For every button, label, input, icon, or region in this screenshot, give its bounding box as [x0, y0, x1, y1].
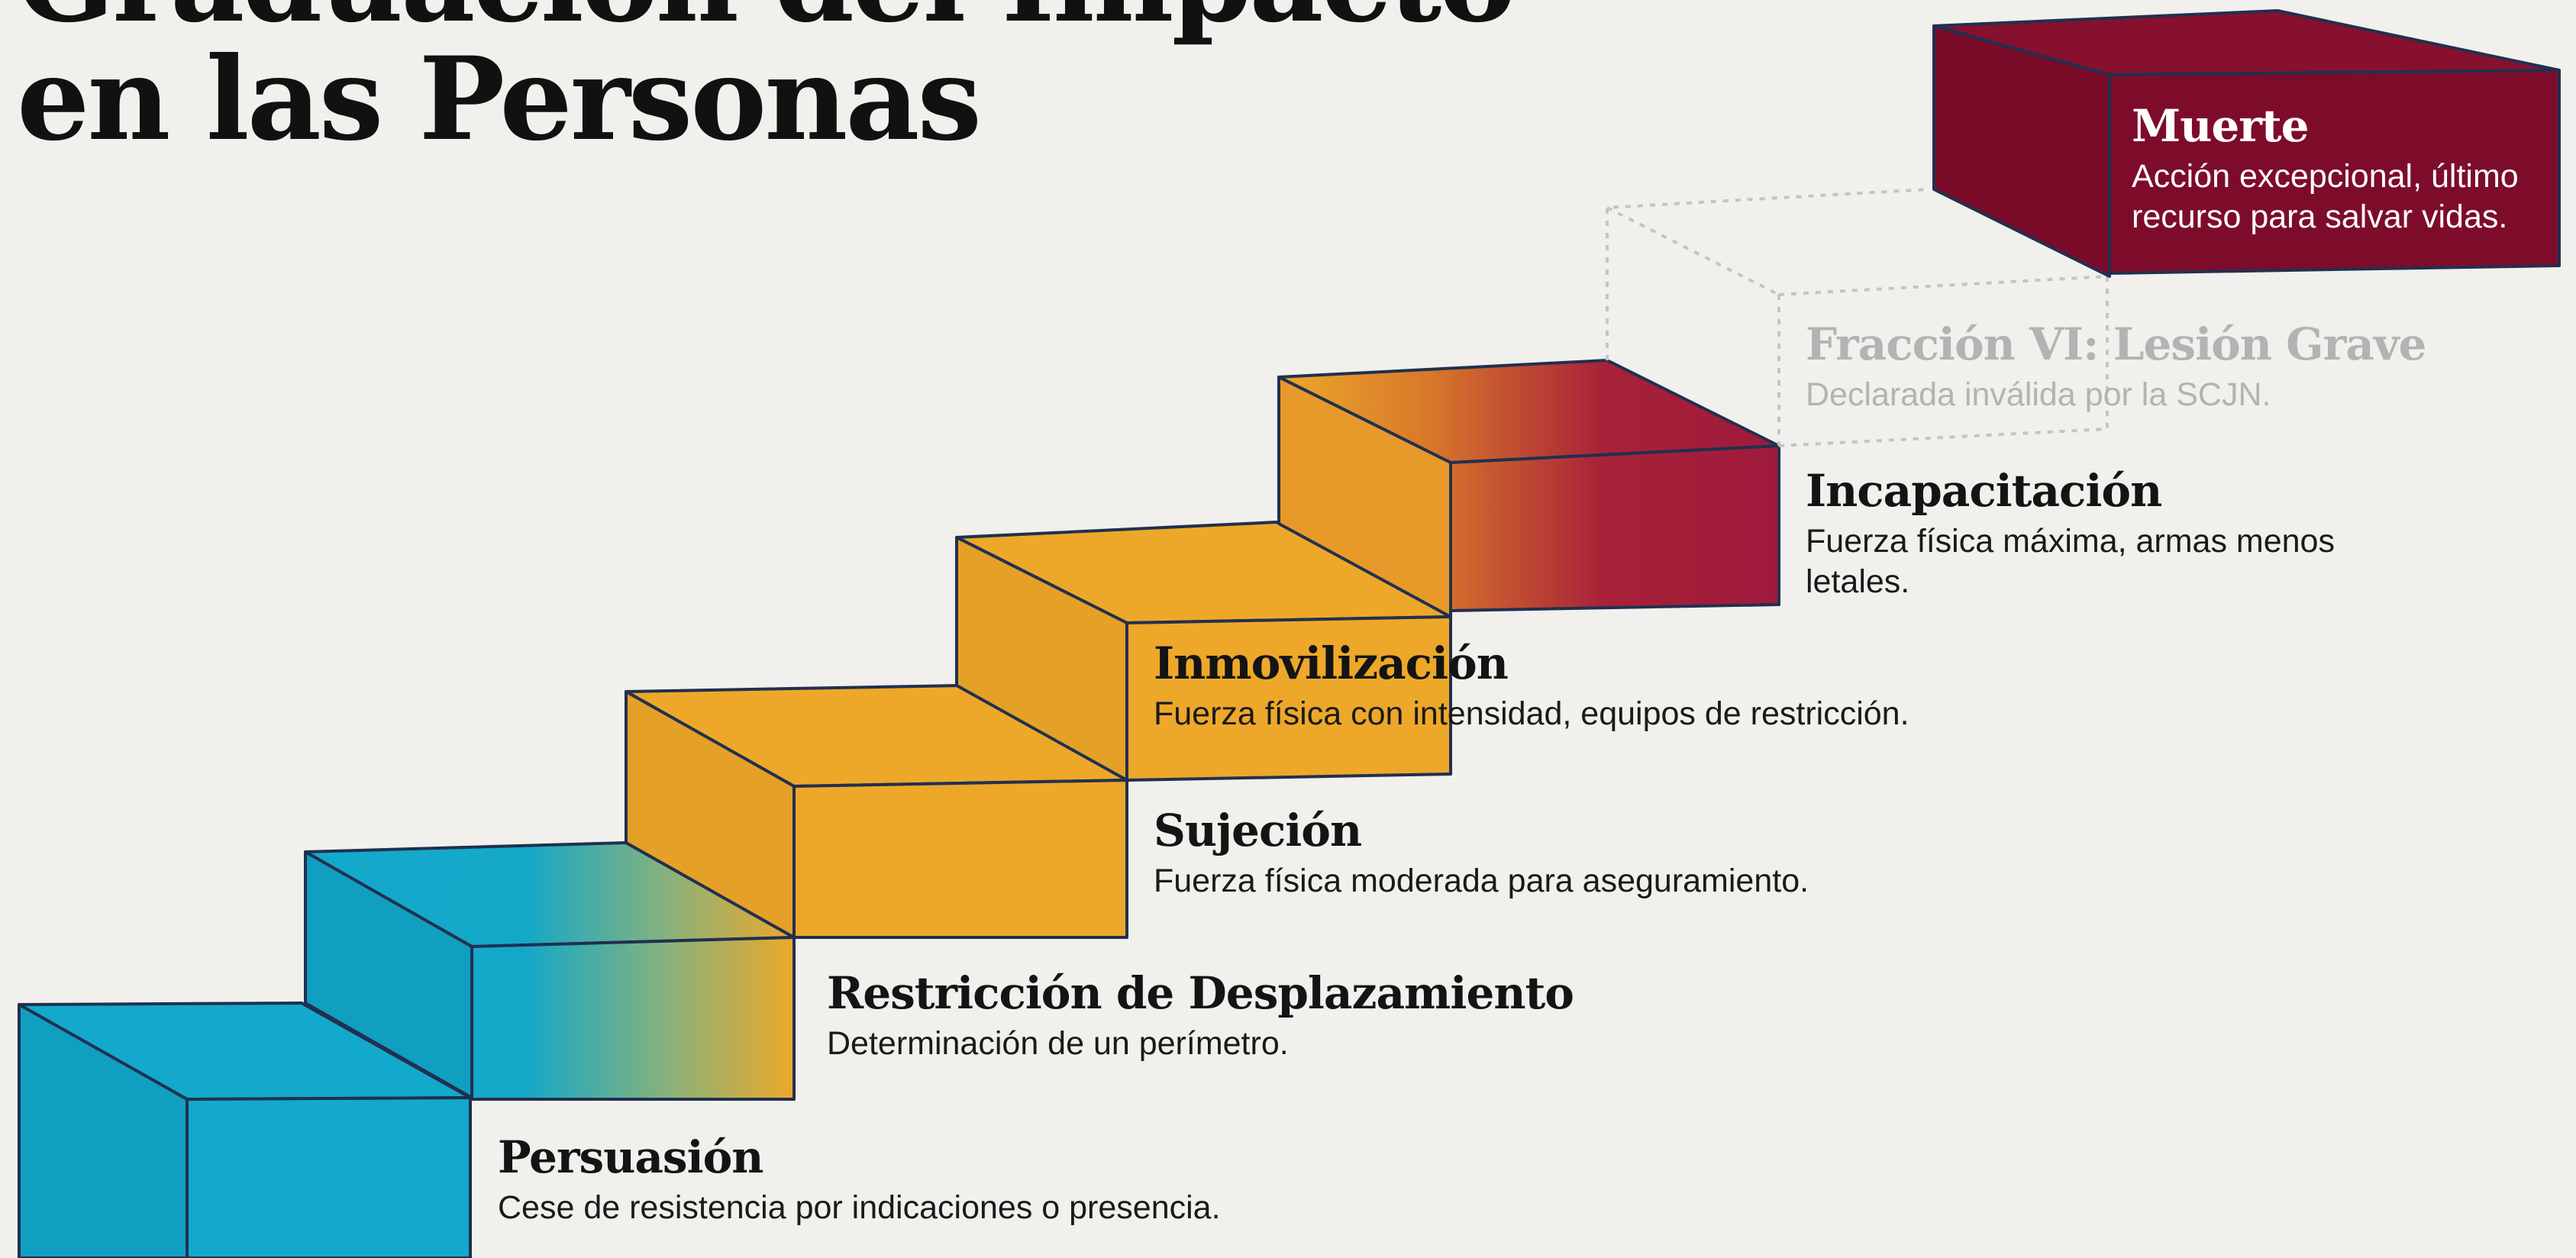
step-7-front — [2108, 69, 2561, 275]
page-title-line-1: Graduación del Impacto — [17, 0, 1516, 38]
step-3-front — [792, 779, 1128, 939]
step-5-front — [1449, 444, 1780, 612]
step-name: Restricción de Desplazamiento — [827, 967, 1574, 1019]
step-description: Declarada inválida por la SCJN. — [1806, 376, 2271, 413]
step-label-incapacitacion: Incapacitación Fuerza física máxima, arm… — [1806, 466, 2401, 603]
step-label-sujecion: Sujeción Fuerza física moderada para ase… — [1154, 805, 1809, 902]
step-7-block — [1932, 9, 2561, 278]
step-7-left — [1932, 24, 2111, 278]
step-name: Persuasión — [498, 1131, 763, 1183]
step-6-top-outline — [1606, 188, 1929, 360]
step-1-block — [18, 1002, 472, 1258]
step-name: Muerte — [2132, 100, 2310, 152]
step-name: Fracción VI: Lesión Grave — [1806, 318, 2426, 370]
step-1-front — [186, 1096, 472, 1258]
step-description: Cese de resistencia por indicaciones o p… — [498, 1189, 1221, 1226]
step-description: Determinación de un perímetro. — [827, 1024, 1289, 1062]
step-5-left — [1277, 376, 1452, 618]
step-label-muerte: Muerte Acción excepcional, último recurs… — [2132, 101, 2544, 238]
step-description: Fuerza física con intensidad, equipos de… — [1154, 695, 1909, 732]
step-label-restriccion: Restricción de Desplazamiento Determinac… — [827, 968, 1574, 1064]
step-6-edge-top-front — [1778, 275, 2108, 296]
step-label-persuasion: Persuasión Cese de resistencia por indic… — [498, 1132, 1221, 1228]
step-label-fraccion-vi: Fracción VI: Lesión Grave Declarada invá… — [1806, 319, 2426, 415]
step-description: Fuerza física máxima, armas menos letale… — [1806, 522, 2335, 601]
step-2-block — [304, 841, 796, 1101]
step-name: Inmovilización — [1154, 637, 1509, 689]
step-6-edge-back — [1606, 206, 1780, 296]
step-6-edge-front-bottom — [1778, 427, 2108, 447]
step-description: Fuerza física moderada para aseguramient… — [1154, 862, 1809, 899]
step-name: Incapacitación — [1806, 465, 2162, 517]
step-5-block — [1277, 359, 1780, 618]
step-2-front — [470, 936, 796, 1101]
step-name: Sujeción — [1154, 805, 1362, 856]
step-6-ghost-block — [1606, 188, 2109, 447]
step-1-left — [18, 1003, 189, 1258]
step-4-front — [1125, 615, 1452, 782]
page-title-line-2: en las Personas — [17, 32, 982, 166]
step-description: Acción excepcional, último recurso para … — [2132, 157, 2519, 236]
step-label-inmovilizacion: Inmovilización Fuerza física con intensi… — [1154, 638, 1909, 734]
